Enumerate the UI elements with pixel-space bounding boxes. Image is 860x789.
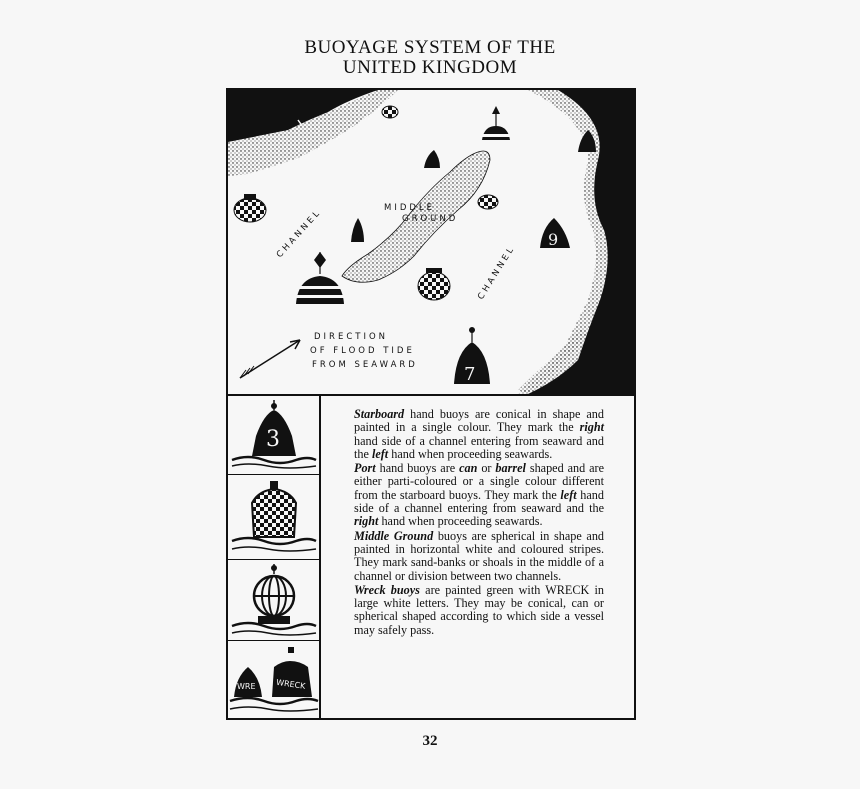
starboard-buoy-7-icon: 7 <box>454 327 490 385</box>
buoy-illustration-column: 3 <box>228 396 321 718</box>
starboard-term: Starboard <box>354 407 405 421</box>
middle-ground-buoy-top-icon <box>482 106 510 140</box>
port-text-1: hand buoys are <box>375 461 460 476</box>
middle-ground-text-1: buoys are spherical in shape and painted… <box>354 528 605 583</box>
flood-tide-label-2: OF FLOOD TIDE <box>310 346 415 356</box>
buoy-number-9: 9 <box>548 230 558 249</box>
wreck-term: Wreck buoys <box>354 582 420 597</box>
channel-map-drawing: CHANNEL CHANNEL MIDDLE GROUND DIRECTION … <box>228 90 634 394</box>
port-buoy-icon <box>231 481 317 552</box>
starboard-buoy-panel: 3 <box>228 396 319 475</box>
middle-ground-label-1: MIDDLE <box>384 203 435 213</box>
middle-ground-label-2: GROUND <box>402 214 458 224</box>
wreck-description: Wreck buoys are painted green with WRECK… <box>354 582 604 637</box>
middle-ground-term: Middle Ground <box>354 528 434 543</box>
buoy-legend-panel: 3 <box>226 394 636 720</box>
middle-ground-description: Middle Ground buoys are spherical in sha… <box>354 528 605 583</box>
wreck-text-1: are painted green with WRECK in large wh… <box>354 582 604 637</box>
wreck-buoy-right-lettering: WRECK <box>276 678 307 691</box>
starboard-buoy-number: 3 <box>266 427 280 452</box>
port-description: Port hand buoys are can or barrel shaped… <box>354 462 604 528</box>
starboard-buoy-top-right-icon <box>578 130 596 152</box>
port-text-4: hand side of a channel entering from sea… <box>354 487 604 516</box>
port-buoy-left-icon <box>233 194 267 223</box>
bottom-shore <box>518 328 588 394</box>
channel-map: CHANNEL CHANNEL MIDDLE GROUND DIRECTION … <box>226 88 636 396</box>
page-number: 32 <box>422 733 438 749</box>
wreck-buoy-panel: WRE WRECK <box>228 641 319 718</box>
page-title-line-1: BUOYAGE SYSTEM OF THE <box>304 37 556 58</box>
flood-tide-label-1: DIRECTION <box>314 332 388 342</box>
port-buoy-lower-icon <box>417 268 451 301</box>
flood-tide-label-3: FROM SEAWARD <box>312 360 418 370</box>
starboard-text-3: hand when proceeding seawards. <box>388 446 553 461</box>
port-text-3: shaped and are either parti-coloured or … <box>354 461 605 502</box>
starboard-emphasis-left: left <box>371 446 389 461</box>
port-text-5: hand when proceeding seawards. <box>378 514 543 529</box>
starboard-text-2: hand side of a channel entering from sea… <box>354 433 604 461</box>
page-title: BUOYAGE SYSTEM OF THE UNITED KINGDOM <box>0 38 860 78</box>
middle-ground-buoy-panel <box>228 560 319 641</box>
port-emphasis-can: can <box>459 461 478 476</box>
port-emphasis-left: left <box>560 487 577 502</box>
wreck-buoy-left-lettering: WRE <box>237 682 256 691</box>
buoy-number-7: 7 <box>464 364 475 385</box>
starboard-buoy-9-icon: 9 <box>540 218 570 249</box>
buoy-descriptions: Starboard hand buoys are conical in shap… <box>354 407 605 638</box>
flood-tide-arrow-icon <box>239 339 301 379</box>
port-term: Port <box>354 461 376 476</box>
left-shore <box>228 90 398 176</box>
starboard-buoy-icon: 3 <box>231 400 317 469</box>
middle-ground-buoy-striped-icon <box>296 252 344 304</box>
middle-ground-bank <box>341 150 491 283</box>
starboard-description: Starboard hand buoys are conical in shap… <box>354 407 604 461</box>
port-emphasis-barrel: barrel <box>495 461 526 476</box>
right-land <box>528 90 634 394</box>
port-text-2: or <box>477 461 496 476</box>
right-shore <box>518 90 608 394</box>
middle-ground-buoy-icon <box>231 564 317 636</box>
port-emphasis-right: right <box>354 514 379 529</box>
cliff-shape <box>228 90 378 142</box>
channel-label-left: CHANNEL <box>275 207 324 260</box>
channel-label-right: CHANNEL <box>476 244 517 302</box>
starboard-buoy-mid-icon <box>424 150 440 168</box>
port-buoy-small-icon <box>381 105 399 119</box>
page-title-line-2: UNITED KINGDOM <box>342 57 518 78</box>
wreck-buoy-icon: WRE WRECK <box>229 647 319 712</box>
starboard-text-1: hand buoys are conical in shape and pain… <box>354 407 604 435</box>
starboard-buoy-left-icon <box>351 218 364 242</box>
starboard-emphasis-right: right <box>579 420 604 435</box>
port-buoy-mid-icon <box>477 194 499 210</box>
port-buoy-panel <box>228 475 319 560</box>
